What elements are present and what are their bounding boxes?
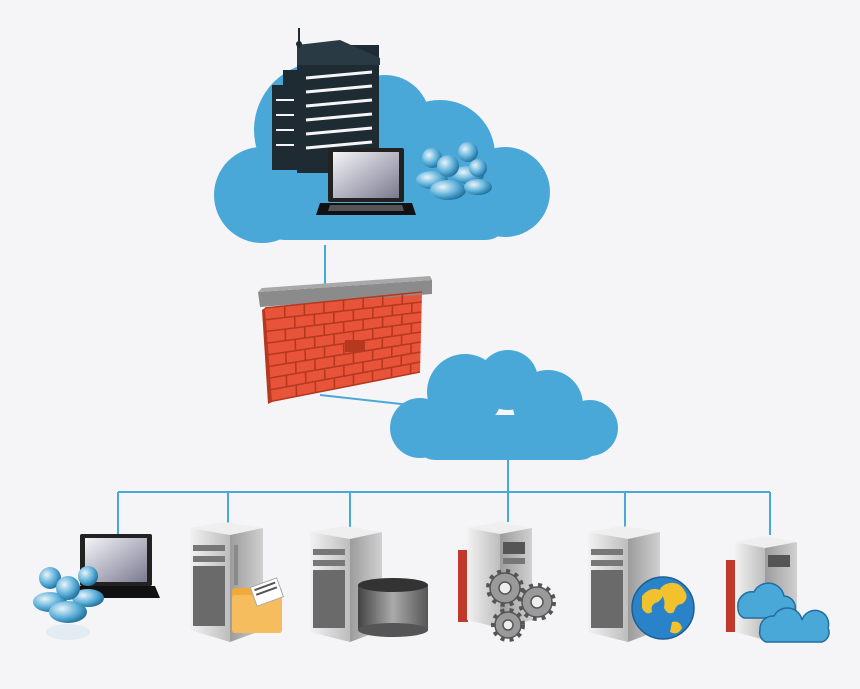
enterprise-cloud	[214, 28, 550, 243]
folder-icon	[232, 577, 285, 633]
database-icon	[358, 578, 428, 637]
gears-icon	[486, 569, 556, 642]
application-server	[458, 522, 556, 642]
internal-cloud	[390, 350, 618, 460]
web-server	[588, 526, 695, 642]
cloud-icon	[390, 350, 618, 460]
cloud-server	[726, 536, 830, 643]
laptop-icon	[70, 534, 160, 598]
cloud-icon	[737, 582, 830, 643]
globe-icon	[631, 576, 695, 640]
users-group-icon	[33, 566, 104, 640]
firewall	[258, 276, 432, 404]
database-server	[310, 526, 428, 642]
brick-wall-icon	[258, 276, 432, 404]
server-icon	[458, 522, 532, 628]
connector-lines	[117, 245, 771, 535]
users-group-icon	[416, 142, 492, 200]
laptop-icon	[316, 148, 416, 215]
file-server	[190, 522, 285, 642]
client-endpoint	[33, 534, 160, 640]
